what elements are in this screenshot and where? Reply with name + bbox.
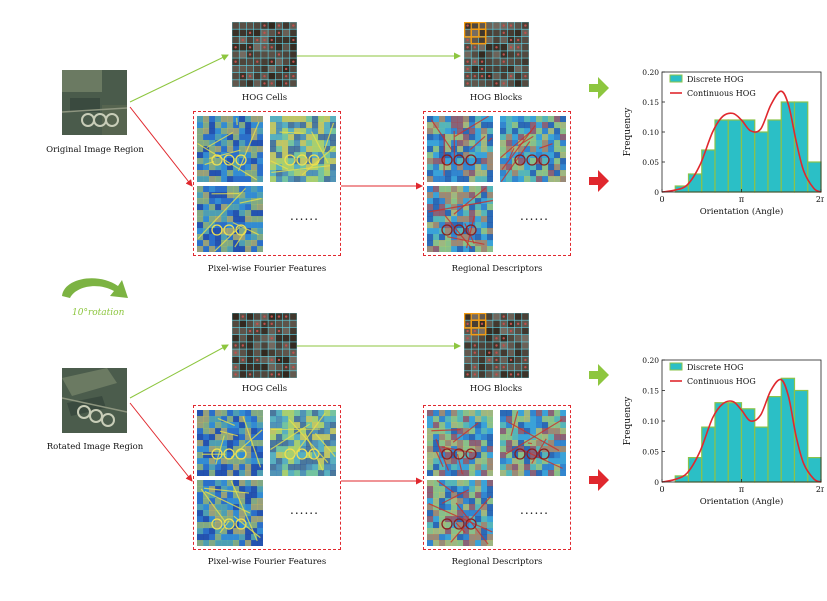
ellipsis: ...... (290, 209, 319, 223)
histogram-bar (701, 426, 716, 483)
x-tick-label: 2π (816, 485, 824, 494)
arrow-to-fourier-bottom (129, 402, 193, 482)
y-tick-label: 0.20 (642, 356, 659, 365)
histogram-bar (727, 119, 743, 193)
x-axis-label: Orientation (Angle) (700, 206, 784, 217)
y-tick-label: 0.15 (642, 98, 659, 107)
fourier-feature-map (197, 410, 263, 476)
y-tick-label: 0.10 (642, 417, 659, 426)
green-block-arrow-bottom (589, 364, 609, 386)
histogram-bar (754, 131, 769, 193)
x-axis-label: Orientation (Angle) (700, 496, 784, 507)
y-tick-label: 0.05 (642, 448, 659, 457)
pixel-fourier-label-bottom: Pixel-wise Fourier Features (207, 557, 327, 567)
rotated-image-region (62, 368, 127, 433)
regional-descriptors-box-top (423, 111, 571, 256)
histogram-bar (687, 173, 703, 193)
regional-descriptor-map (427, 116, 493, 182)
regional-descriptors-label-top: Regional Descriptors (451, 264, 543, 274)
hog-blocks-label-bottom: HOG Blocks (469, 384, 523, 394)
fourier-feature-map (270, 410, 336, 476)
x-tick-label: π (739, 195, 744, 204)
regional-descriptors-box-bottom (423, 405, 571, 550)
y-tick-label: 0.05 (642, 158, 659, 167)
ellipsis: ...... (520, 209, 549, 223)
y-tick-label: 0 (654, 478, 659, 487)
regional-descriptor-map (500, 116, 566, 182)
y-tick-label: 0.20 (642, 68, 659, 77)
y-axis-label: Frequency (623, 107, 633, 157)
y-tick-label: 0 (654, 188, 659, 197)
hog-blocks-label-top: HOG Blocks (469, 93, 523, 103)
continuous-hog-curve (661, 378, 822, 483)
ellipsis: ...... (520, 503, 549, 517)
histogram-bar (767, 119, 782, 193)
x-tick-label: 2π (816, 195, 824, 204)
rotated-region-label: Rotated Image Region (46, 442, 144, 452)
y-tick-label: 0.10 (642, 128, 659, 137)
histogram-bar (754, 426, 769, 483)
histogram-bar (714, 119, 729, 193)
ellipsis: ...... (290, 503, 319, 517)
regional-descriptor-map (427, 480, 493, 546)
hog-cells-label-bottom: HOG Cells (241, 384, 288, 394)
chart-legend: Discrete HOG Continuous HOG (669, 362, 756, 386)
rotation-arrow (62, 278, 128, 298)
histogram-bar (727, 402, 743, 483)
legend-label: Continuous HOG (687, 377, 756, 386)
legend-label: Continuous HOG (687, 89, 756, 98)
hog-cells-label-top: HOG Cells (241, 93, 288, 103)
y-tick-label: 0.15 (642, 387, 659, 396)
histogram-bar (807, 161, 822, 193)
histogram-bar (793, 101, 809, 193)
y-axis-label: Frequency (623, 396, 633, 446)
fourier-feature-map (197, 480, 263, 546)
regional-descriptor-map (500, 410, 566, 476)
continuous-hog-curve (661, 90, 822, 193)
fourier-features-box-bottom (193, 405, 341, 550)
hog-cells-grid-bottom (232, 313, 297, 378)
red-block-arrow-bottom (589, 469, 609, 491)
x-tick-label: 0 (659, 195, 664, 204)
hog-blocks-grid-bottom (464, 313, 529, 378)
pixel-fourier-label-top: Pixel-wise Fourier Features (207, 264, 327, 274)
arrow-to-fourier-top (129, 106, 193, 187)
rotation-label: 10°rotation (72, 308, 125, 318)
regional-descriptors-label-bottom: Regional Descriptors (451, 557, 543, 567)
x-tick-label: 0 (659, 485, 664, 494)
histogram-bar (767, 395, 782, 483)
arrow-to-hog-cells-bottom (129, 344, 229, 399)
fourier-features-box-top (193, 111, 341, 256)
fourier-feature-map (197, 186, 263, 252)
original-image-region (62, 70, 127, 135)
histogram-bar (714, 402, 729, 483)
fourier-feature-map (197, 116, 263, 182)
hog-cells-grid-top (232, 22, 297, 87)
legend-label: Discrete HOG (687, 363, 744, 372)
fourier-feature-map (270, 116, 336, 182)
arrow-to-hog-cells-top (129, 54, 229, 103)
hog-blocks-grid-top (464, 22, 529, 87)
green-block-arrow-top (589, 77, 609, 99)
histogram-bar (807, 456, 822, 483)
x-tick-label: π (739, 485, 744, 494)
regional-descriptor-map (427, 410, 493, 476)
regional-descriptor-map (427, 186, 493, 252)
legend-swatch-discrete (669, 74, 683, 83)
original-region-label: Original Image Region (46, 145, 144, 155)
chart-legend: Discrete HOG Continuous HOG (669, 74, 756, 98)
red-block-arrow-top (589, 170, 609, 192)
legend-swatch-discrete (669, 362, 683, 371)
legend-label: Discrete HOG (687, 75, 744, 84)
histogram-bar (780, 101, 796, 193)
